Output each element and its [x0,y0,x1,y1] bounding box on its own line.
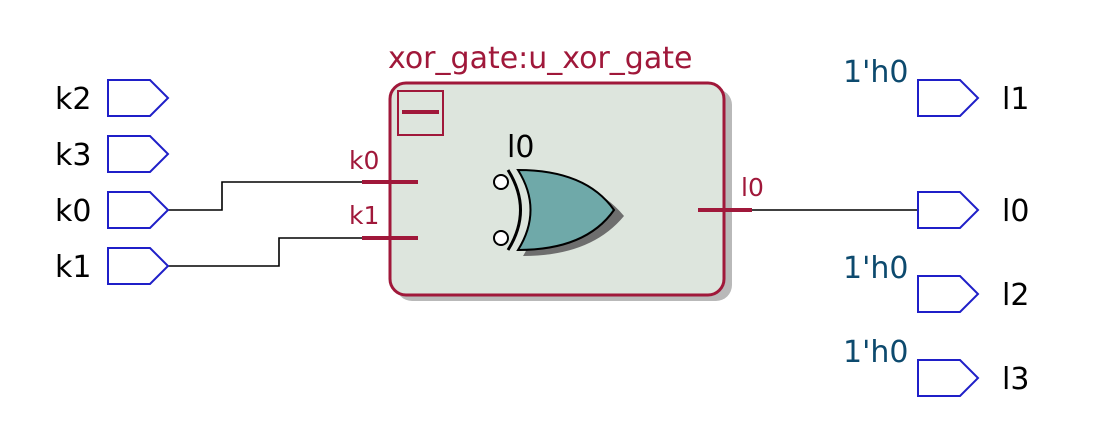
constant-value: 1'h0 [843,55,908,90]
constant-value: 1'h0 [843,251,908,286]
gate-label: l0 [507,130,534,165]
input-port-label: k1 [55,250,91,285]
wire-k0 [168,181,362,211]
constant-value: 1'h0 [843,335,908,370]
pin-label-k1: k1 [349,201,379,230]
pin-label-l0: l0 [741,173,764,202]
output-port-label: l1 [1002,82,1029,117]
input-bubble-a [493,174,509,190]
output-port-l0[interactable]: l0 [917,191,1029,229]
output-port-l1[interactable]: l1 1'h0 [843,55,1029,117]
input-port-k1[interactable]: k1 [55,247,170,285]
instance-block[interactable]: xor_gate:u_xor_gate k0 k1 l0 l0 [349,41,764,301]
input-ports: k2 k3 k0 k1 [55,79,170,285]
input-port-label: k2 [55,82,91,117]
input-port-k2[interactable]: k2 [55,79,170,117]
instance-title: xor_gate:u_xor_gate [388,41,692,76]
output-port-l2[interactable]: l2 1'h0 [843,251,1029,313]
output-ports: l1 1'h0 l0 l2 1'h0 l3 1'h0 [843,55,1029,397]
output-port-label: l3 [1002,362,1029,397]
xor-gate-icon[interactable]: l0 [493,130,624,256]
output-port-l3[interactable]: l3 1'h0 [843,335,1029,397]
input-port-label: k0 [55,194,91,229]
input-bubble-b [493,230,509,246]
minus-icon[interactable] [397,90,444,136]
wire-k1 [168,237,362,267]
input-port-label: k3 [55,138,91,173]
input-port-k3[interactable]: k3 [55,135,170,173]
output-port-label: l0 [1002,194,1029,229]
pin-label-k0: k0 [349,146,379,175]
output-port-label: l2 [1002,278,1029,313]
input-port-k0[interactable]: k0 [55,191,170,229]
